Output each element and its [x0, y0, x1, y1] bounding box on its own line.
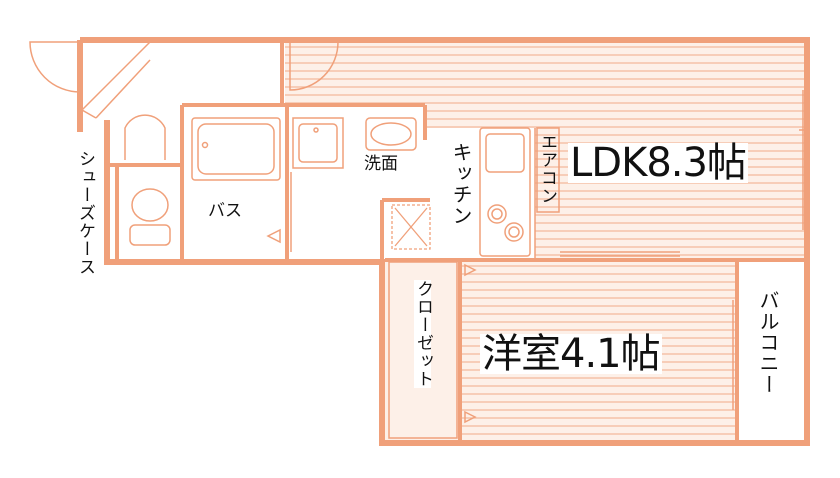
inner-walls [107, 42, 805, 443]
washing-machine-space [391, 204, 431, 250]
washroom-label: 洗面 [364, 154, 398, 174]
aircon-label: エアコン [537, 133, 557, 205]
ldk-label: LDK8.3帖 [568, 140, 748, 186]
entrance-door [29, 41, 151, 119]
bath-label: バス [208, 201, 242, 221]
western-room-label: 洋室4.1帖 [480, 331, 662, 377]
closet-label: クローゼット [413, 280, 433, 388]
toilet [124, 114, 171, 246]
ldk-door [289, 41, 339, 91]
bathtub [191, 117, 281, 244]
window-marks [464, 90, 807, 424]
balcony-label: バルコニー [756, 290, 780, 395]
thin-lines [388, 127, 680, 439]
washroom-fixtures [290, 117, 417, 252]
kitchen-label: キッチン [449, 142, 473, 226]
shoe-case-label: シューズケース [75, 150, 95, 276]
